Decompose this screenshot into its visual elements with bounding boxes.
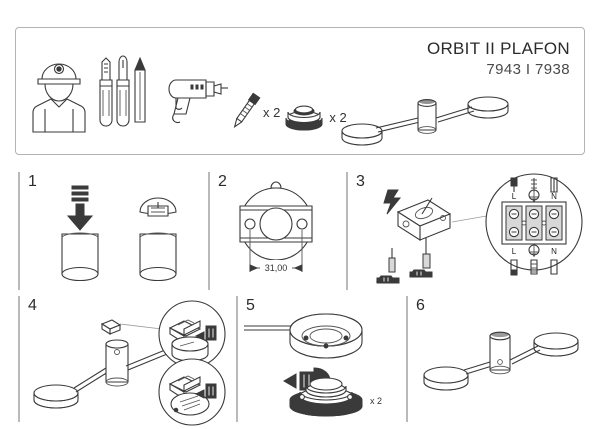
fixture-screw-detail-icon: [33, 300, 226, 426]
clip-icon: [139, 197, 177, 217]
terminal-top-label-N: N: [551, 192, 557, 201]
step-number-4: 4: [28, 297, 37, 314]
screwdrivers-icon: [99, 55, 146, 127]
hand-screw-icon-1: [194, 325, 217, 341]
power-drill-icon: [168, 79, 228, 124]
detail-circle-2: [158, 358, 226, 426]
terminal-magnifier: L N: [485, 173, 583, 276]
step-number-5: 5: [246, 297, 255, 314]
terminal-top-label-L: L: [512, 192, 517, 201]
terminal-block-icon: L N: [375, 173, 583, 284]
bracket-body: [396, 197, 452, 242]
wall-plug-quantity-label: x 2: [329, 109, 347, 125]
step-number-3: 3: [356, 173, 365, 190]
terminal-bottom-label-L: L: [512, 247, 517, 256]
diffuser-cap: [289, 377, 363, 417]
diffuser-quantity-label: x 2: [370, 396, 382, 406]
step-panel-4: 4: [18, 296, 234, 426]
hand-screw-icon-2: [194, 383, 217, 399]
electric-warning-icon: [383, 189, 402, 215]
earth-symbol-bottom: [528, 244, 540, 257]
dimension-label: 31,00: [265, 263, 288, 273]
assembled-fixture-icon: [341, 96, 509, 146]
assembled-fixture-final-icon: [423, 331, 579, 391]
tool-item-wall-plug: x 2: [282, 100, 347, 134]
page-title: ORBIT II PLAFON: [426, 39, 570, 58]
connector-plug-1: [408, 269, 433, 278]
terminal-bottom-label-N: N: [551, 247, 557, 256]
product-code: 7943 I 7938: [486, 61, 570, 78]
mounting-plate-icon: 31,00: [239, 181, 313, 273]
lamp-housing: [289, 313, 363, 359]
small-bracket: [100, 319, 122, 335]
steps-grid: 1: [0, 168, 600, 426]
down-arrow-icon: [66, 185, 94, 231]
step-number-2: 2: [218, 173, 227, 190]
step-panel-1: 1: [18, 172, 206, 290]
step-panel-6: 6: [406, 296, 586, 422]
dimension-31: 31,00: [249, 230, 303, 273]
step-panel-2: 2 31,00: [208, 172, 346, 290]
step-number-6: 6: [416, 297, 425, 314]
hero-product: [336, 90, 516, 152]
connector-plug-2: [375, 275, 400, 284]
tools-list: x 2 x 2: [28, 34, 349, 134]
terminal-screws: [505, 205, 563, 241]
header-panel: ORBIT II PLAFON 7943 I 7938: [15, 27, 585, 155]
pencil-icon: [134, 56, 146, 123]
tool-item-drill: [162, 72, 228, 134]
step-number-1: 1: [28, 173, 37, 190]
screw-icon: [233, 92, 261, 129]
earth-symbol-top: [528, 189, 540, 202]
title-block: ORBIT II PLAFON 7943 I 7938: [427, 38, 570, 79]
diffuser-twist-icon: x 2: [244, 313, 382, 417]
tool-item-screwdrivers: [92, 54, 160, 134]
tool-item-screw: x 2: [230, 90, 280, 134]
detail-circle-1: [158, 300, 226, 368]
cylinder-with-clip-icon: [61, 185, 177, 282]
step-panel-3: 3: [346, 172, 586, 290]
screw-quantity-label: x 2: [263, 104, 281, 120]
step-panel-5: 5: [236, 296, 404, 422]
wall-plug-disc-icon: [285, 105, 323, 131]
tool-item-worker: [28, 52, 90, 134]
worker-helmet-icon: [32, 63, 86, 133]
